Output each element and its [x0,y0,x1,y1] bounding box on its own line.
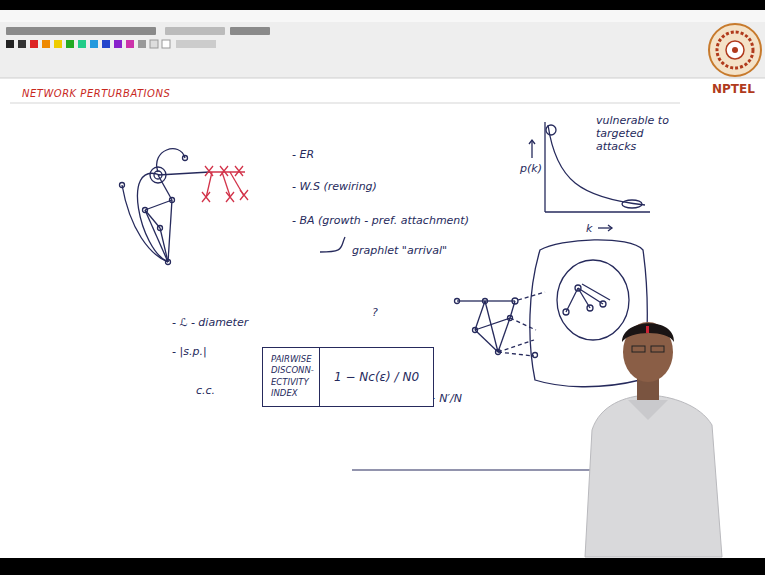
note-label: - W.S (rewiring) [292,180,377,193]
note-label: - ER [292,148,314,161]
note-label: k [586,222,592,235]
index-box: PAIRWISE DISCONN-ECTIVITY INDEX1 − Nc(ε)… [262,347,434,407]
note-label: - ℒ - diameter [172,316,248,329]
note-label: vulnerable to targeted attacks [596,114,684,154]
note-label: graphlet "arrival" [352,244,447,257]
formula-text: 1 − Nc(ε) / N0 [320,348,433,406]
page-title: NETWORK PERTURBATIONS [22,88,170,99]
note-label: p(k) [520,162,542,175]
box-heading: PAIRWISE DISCONN-ECTIVITY INDEX [263,348,320,406]
note-label: - |s.p.| [172,345,207,358]
note-label: NPTEL [712,82,755,96]
note-label: ? [372,306,378,319]
note-label: c.c. [196,384,215,397]
note-label: - BA (growth - pref. attachment) [292,214,469,227]
